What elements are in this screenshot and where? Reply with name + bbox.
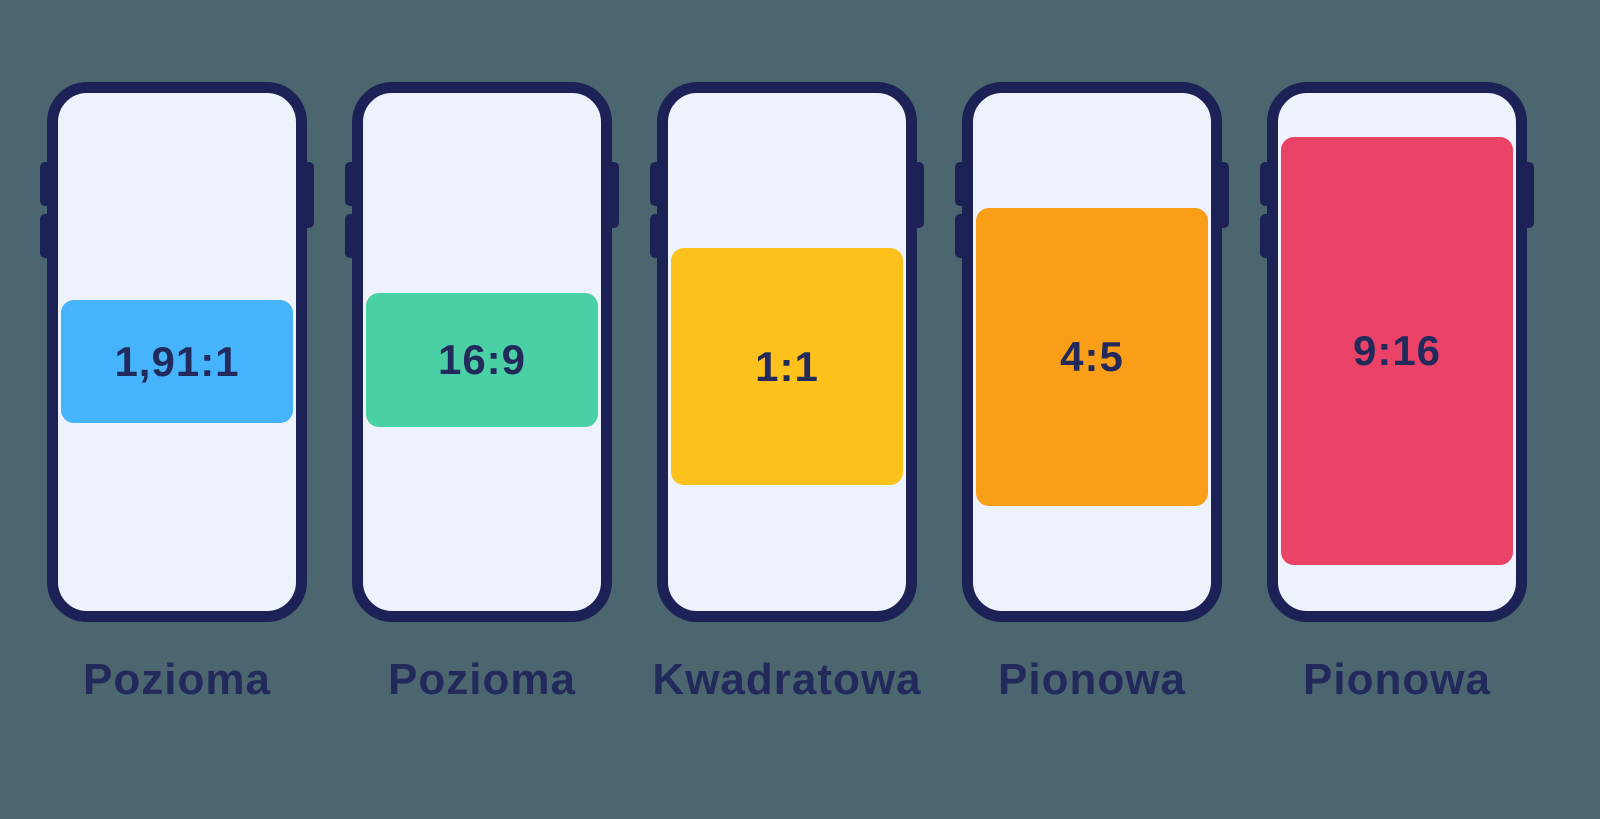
ratio-label: 4:5 xyxy=(1060,333,1124,380)
media-aspect-area: 1:1 xyxy=(671,248,903,485)
phone-mockup: 4:5 xyxy=(955,82,1229,622)
media-aspect-area: 9:16 xyxy=(1281,137,1513,565)
ratio-label: 9:16 xyxy=(1352,327,1442,374)
orientation-label: Pozioma xyxy=(83,655,271,704)
ratio-label: 1:1 xyxy=(755,342,819,390)
orientation-label: Kwadratowa xyxy=(652,655,922,704)
phone-mockup: 1,91:1 xyxy=(40,82,314,622)
phone-figures-row: 1,91:1 Pozioma 16:9 Pozioma xyxy=(40,82,1534,704)
figure-landscape-191: 1,91:1 Pozioma xyxy=(40,82,314,704)
orientation-label: Pozioma xyxy=(388,655,576,704)
figure-portrait-916: 9:16 Pionowa xyxy=(1260,82,1534,704)
phone-mockup: 1:1 xyxy=(650,82,924,622)
ratio-label: 1,91:1 xyxy=(114,337,240,385)
media-aspect-area: 16:9 xyxy=(366,293,598,427)
media-aspect-area: 1,91:1 xyxy=(61,300,293,423)
ratio-label: 16:9 xyxy=(437,336,527,383)
phone-mockup: 16:9 xyxy=(345,82,619,622)
figure-square-11: 1:1 Kwadratowa xyxy=(650,82,924,702)
orientation-label: Pionowa xyxy=(998,655,1186,704)
media-aspect-area: 4:5 xyxy=(976,208,1208,506)
phone-mockup: 9:16 xyxy=(1260,82,1534,622)
figure-landscape-169: 16:9 Pozioma xyxy=(345,82,619,704)
figure-portrait-45: 4:5 Pionowa xyxy=(955,82,1229,704)
orientation-label: Pionowa xyxy=(1303,655,1491,704)
